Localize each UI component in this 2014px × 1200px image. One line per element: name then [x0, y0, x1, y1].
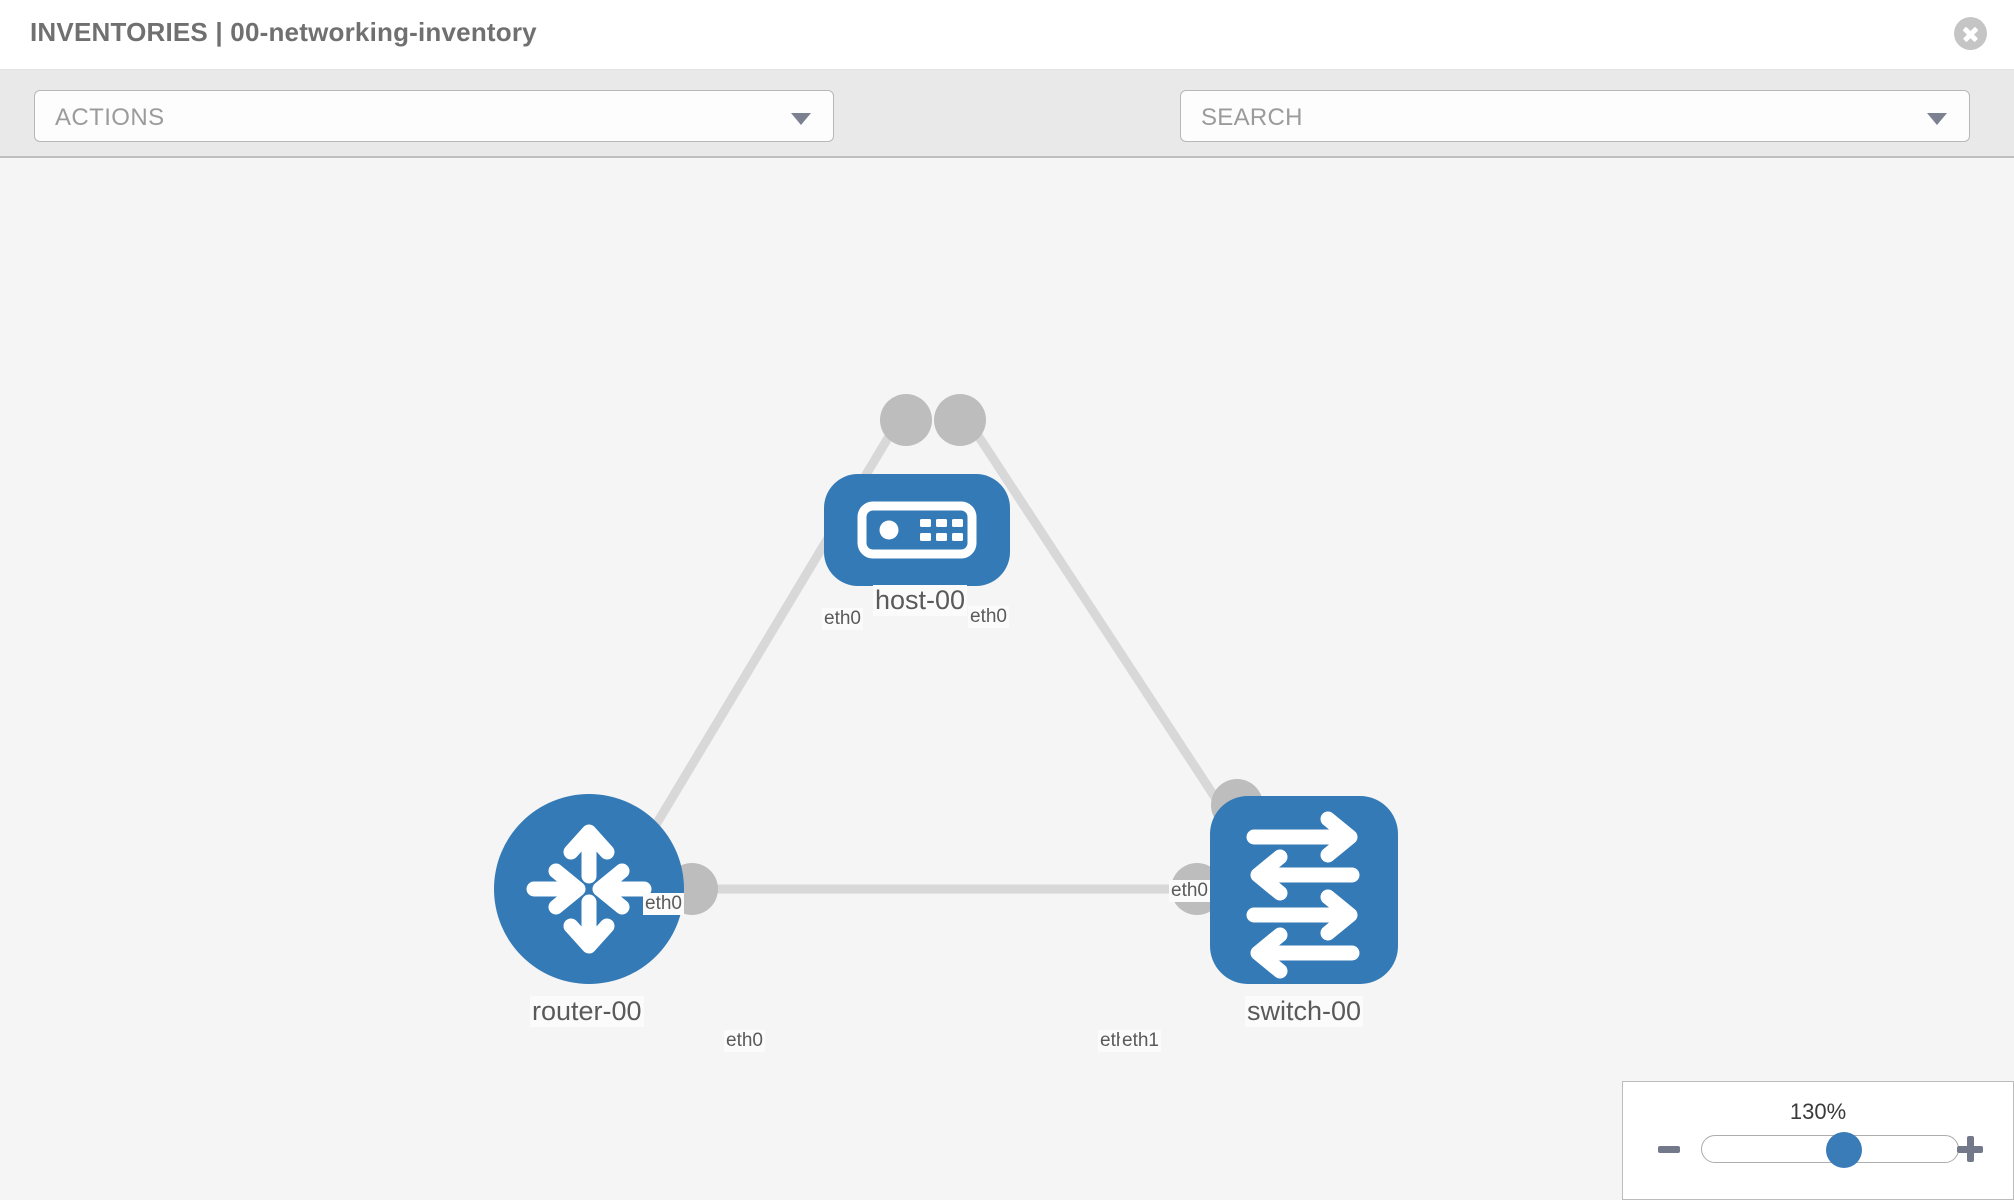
- interface-label: eth1: [1120, 1030, 1161, 1052]
- search-placeholder: SEARCH: [1201, 104, 1303, 131]
- actions-dropdown[interactable]: ACTIONS: [34, 90, 834, 142]
- chevron-down-icon: [791, 113, 811, 125]
- interface-label: eth0: [643, 893, 684, 915]
- node-label-router-00[interactable]: router-00: [530, 996, 644, 1027]
- zoom-slider[interactable]: [1701, 1132, 1959, 1168]
- port-host00-left: [880, 394, 932, 446]
- port-host00-right: [934, 394, 986, 446]
- interface-label: eth0: [1169, 880, 1210, 902]
- interface-label: eth0: [724, 1030, 765, 1052]
- chevron-down-icon[interactable]: [1927, 113, 1947, 125]
- node-switch-00: [1210, 796, 1398, 984]
- page-header: INVENTORIES | 00-networking-inventory: [0, 0, 2014, 70]
- plus-icon[interactable]: [1957, 1136, 1983, 1162]
- search-input[interactable]: SEARCH: [1180, 90, 1970, 142]
- zoom-control-panel: 130%: [1622, 1081, 2014, 1200]
- topology-canvas[interactable]: host-00 router-00 switch-00 eth0 eth0 et…: [0, 158, 2014, 1200]
- close-icon[interactable]: [1954, 17, 1987, 50]
- zoom-slider-thumb[interactable]: [1826, 1132, 1863, 1168]
- topology-graph: [494, 394, 1398, 984]
- node-router-00: [494, 794, 684, 984]
- page-title: INVENTORIES | 00-networking-inventory: [30, 17, 537, 47]
- node-label-host-00[interactable]: host-00: [873, 585, 968, 616]
- node-label-switch-00[interactable]: switch-00: [1245, 996, 1364, 1027]
- toolbar: ACTIONS SEARCH: [0, 70, 2014, 199]
- actions-dropdown-label: ACTIONS: [55, 104, 165, 131]
- minus-icon[interactable]: [1658, 1146, 1680, 1153]
- interface-label: eth0: [822, 608, 863, 630]
- zoom-level-value: 130%: [1789, 1099, 1847, 1124]
- link-host00-switch00: [956, 405, 1262, 866]
- node-host-00: [824, 474, 1010, 586]
- interface-label: eth0: [968, 606, 1009, 628]
